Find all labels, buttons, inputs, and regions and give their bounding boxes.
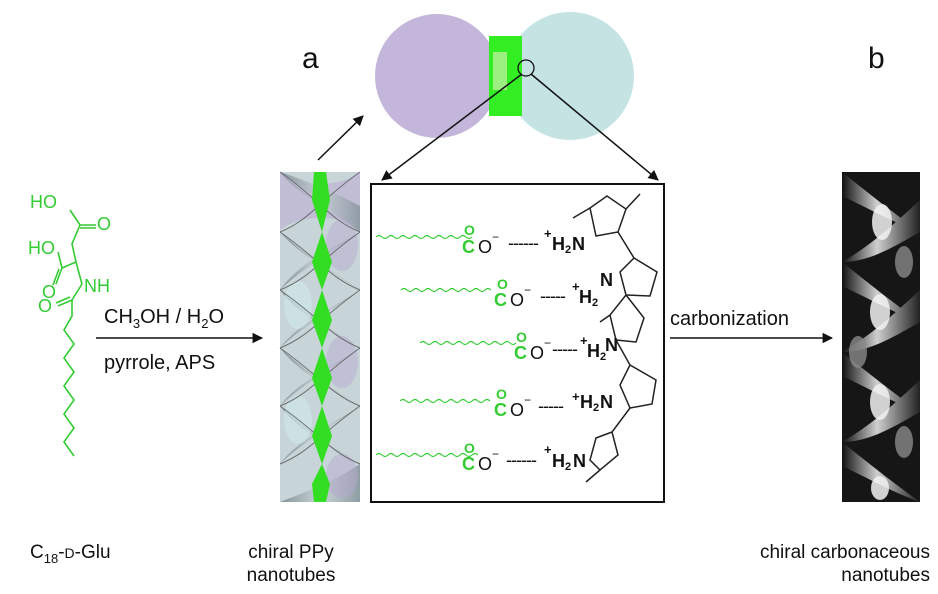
carbonization-label: carbonization: [670, 308, 789, 330]
ammonium-n-4: N: [600, 392, 613, 412]
charge-minus-4: −: [524, 393, 532, 407]
ammonium-n-2: N: [600, 270, 613, 290]
purple-circle: [375, 14, 499, 138]
carbon-caption: chiral carbonaceous nanotubes: [694, 541, 930, 587]
oxygen-minus-2: O: [510, 290, 525, 310]
ppy-caption-line2: nanotubes: [246, 565, 336, 586]
carbon-1: C: [462, 237, 475, 257]
arrow-to-circles: [317, 115, 364, 161]
oxygen-minus-4: O: [510, 400, 525, 420]
ammonium-h-2: H: [579, 287, 592, 307]
glu-ho-top: HO: [30, 192, 57, 212]
ammonium-sub-2: 2: [592, 297, 599, 309]
zoom-arrow-right: [530, 73, 659, 181]
ammonium-h-3: H: [587, 341, 600, 361]
ammonium-n-5: N: [573, 451, 586, 471]
glu-nh: NH: [84, 276, 110, 296]
ammonium-h-1: H: [552, 234, 565, 254]
carbon-4: C: [494, 400, 507, 420]
oxygen-double-3: O: [516, 329, 527, 345]
bilayer-circles: [375, 12, 634, 140]
panel-label-a: a: [302, 42, 319, 75]
carbon-caption-line1: chiral carbonaceous: [759, 542, 930, 563]
inset-box: [370, 183, 665, 503]
charge-plus-2: +: [572, 279, 580, 294]
ppy-caption-line1: chiral PPy: [248, 542, 334, 563]
carbon-3: C: [514, 343, 527, 363]
carbon-nanotube: [842, 172, 920, 502]
ion-pair-dash-5: ------: [506, 450, 537, 470]
pyrrole-n-3: N: [605, 335, 618, 355]
zoom-arrow-left: [381, 73, 523, 181]
oxygen-minus-1: O: [478, 237, 493, 257]
zoom-circle: [517, 59, 535, 77]
molecule-caption: C18-D-Glu: [30, 542, 111, 566]
charge-minus-3: −: [544, 336, 552, 350]
charge-plus-4: +: [572, 389, 580, 404]
conditions-solvent: CH3OH / H2O: [104, 306, 225, 331]
charge-plus-3: +: [580, 333, 588, 348]
ammonium-sub-1: 2: [565, 244, 572, 256]
oxygen-double-2: O: [497, 276, 508, 292]
ammonium-sub-3: 2: [600, 351, 607, 363]
carbon-5: C: [462, 454, 475, 474]
ammonium-n-1: N: [572, 234, 585, 254]
oxygen-minus-5: O: [478, 454, 493, 474]
charge-plus-1: +: [544, 226, 552, 241]
connector-arrows: [96, 73, 834, 344]
glu-ho-mid: HO: [28, 238, 55, 258]
charge-plus-5: +: [544, 442, 552, 457]
conditions-reagents: pyrrole, APS: [104, 352, 216, 374]
glu-o-amide: O: [38, 296, 53, 316]
cyan-circle: [506, 12, 634, 140]
ammonium-sub-4: 2: [593, 402, 600, 414]
inset-molecular: [375, 193, 658, 483]
charge-minus-5: −: [492, 447, 500, 461]
oxygen-double-1: O: [464, 222, 475, 238]
charge-minus-1: −: [492, 230, 500, 244]
glu-o-top: O: [97, 214, 112, 234]
ion-pair-dash-2: -----: [540, 286, 566, 306]
oxygen-double-4: O: [496, 386, 507, 402]
oxygen-minus-3: O: [530, 343, 545, 363]
panel-label-b: b: [868, 42, 885, 75]
ppy-nanotube: [279, 171, 361, 502]
glu-o-left: O: [42, 282, 57, 302]
carbon-2: C: [494, 290, 507, 310]
oxygen-double-5: O: [464, 440, 475, 456]
ion-pair-dash-3: -----: [552, 339, 578, 359]
ammonium-h-5: H: [552, 451, 565, 471]
ammonium-h-4: H: [580, 392, 593, 412]
ammonium-sub-5: 2: [565, 461, 572, 473]
ppy-caption: chiral PPy nanotubes: [226, 541, 356, 587]
ion-pair-dash-1: ------: [508, 233, 539, 253]
ion-pair-dash-4: -----: [538, 396, 564, 416]
charge-minus-2: −: [524, 283, 532, 297]
carbon-caption-line2: nanotubes: [841, 565, 930, 586]
